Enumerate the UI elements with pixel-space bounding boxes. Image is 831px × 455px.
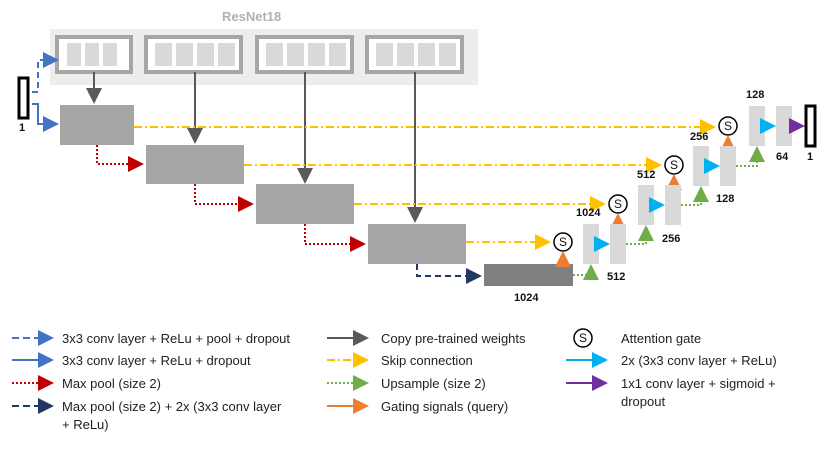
svg-text:2x (3x3 conv layer + ReLu): 2x (3x3 conv layer + ReLu) <box>621 353 777 368</box>
legend-item-upsample: Upsample (size 2) <box>327 375 486 391</box>
resnet-block-2 <box>144 35 243 74</box>
legend-item-attention: S Attention gate <box>573 328 701 348</box>
decoder-4a <box>583 224 599 264</box>
decoder-4-bottom-label: 512 <box>607 271 625 283</box>
legend-item-conv-pool-dropout: 3x3 conv layer + ReLu + pool + dropout <box>12 330 290 346</box>
svg-text:1x1 conv layer + sigmoid +: 1x1 conv layer + sigmoid + <box>621 376 776 391</box>
decoder-2-top-label: 256 <box>690 131 708 143</box>
bottleneck-block <box>484 264 573 286</box>
decoder-4b <box>610 224 626 264</box>
resnet-block-4 <box>365 35 464 74</box>
decoder-4-top-label: 1024 <box>576 207 601 219</box>
skip-connections <box>134 119 716 250</box>
legend-item-max-pool: Max pool (size 2) <box>12 375 161 391</box>
encoder-block-1 <box>60 105 134 145</box>
resnet-block-3 <box>255 35 354 74</box>
double-conv-arrows <box>594 118 776 252</box>
input-label: 1 <box>19 122 25 134</box>
decoder-2a <box>693 146 709 186</box>
svg-text:Upsample (size 2): Upsample (size 2) <box>381 376 486 391</box>
maxpool-conv-arrow <box>416 264 482 284</box>
svg-text:S: S <box>579 331 587 345</box>
legend-item-conv-dropout: 3x3 conv layer + ReLu + dropout <box>12 352 251 368</box>
decoder-1b <box>776 106 792 146</box>
encoder-block-2 <box>146 145 244 184</box>
input-solid-arrow <box>32 103 59 132</box>
svg-text:Max pool (size 2): Max pool (size 2) <box>62 376 161 391</box>
svg-text:Copy pre-trained weights: Copy pre-trained weights <box>381 331 526 346</box>
legend-item-copy-weights: Copy pre-trained weights <box>327 330 526 346</box>
decoder-3-top-label: 512 <box>637 169 655 181</box>
decoder-2-bottom-label: 128 <box>716 193 734 205</box>
legend-item-skip: Skip connection <box>327 352 473 368</box>
svg-text:Max pool (size 2) + 2x (3x3 co: Max pool (size 2) + 2x (3x3 conv layer <box>62 399 282 414</box>
svg-text:S: S <box>724 119 732 133</box>
decoder-2b <box>720 146 736 186</box>
output-image <box>804 104 817 148</box>
resnet-title: ResNet18 <box>222 9 281 24</box>
legend-item-final-conv: 1x1 conv layer + sigmoid + dropout <box>566 375 776 409</box>
input-image <box>17 76 30 120</box>
decoder-3b <box>665 185 681 225</box>
decoder-1-bottom-label: 64 <box>776 151 789 163</box>
resnet-block-1 <box>55 35 133 74</box>
attention-gate-3: S <box>608 194 628 214</box>
svg-text:Skip connection: Skip connection <box>381 353 473 368</box>
svg-text:dropout: dropout <box>621 394 665 409</box>
legend-item-double-conv: 2x (3x3 conv layer + ReLu) <box>566 352 777 368</box>
max-pool-arrows <box>96 145 366 252</box>
attention-gate-1: S <box>718 116 738 136</box>
decoder-1-top-label: 128 <box>746 89 764 101</box>
legend-item-max-pool-conv: Max pool (size 2) + 2x (3x3 conv layer +… <box>12 398 282 432</box>
svg-text:+ ReLu): + ReLu) <box>62 417 109 432</box>
attention-gate-2: S <box>664 155 684 175</box>
encoder-block-3 <box>256 184 354 224</box>
output-label: 1 <box>807 151 813 163</box>
upsample-arrows <box>573 146 765 280</box>
decoder-3-bottom-label: 256 <box>662 233 680 245</box>
svg-text:S: S <box>614 197 622 211</box>
bottleneck-label: 1024 <box>514 292 539 304</box>
svg-text:S: S <box>559 235 567 249</box>
attention-gate-4: S <box>553 232 573 252</box>
svg-text:Attention gate: Attention gate <box>621 331 701 346</box>
decoder-1a <box>749 106 765 146</box>
decoder-3a <box>638 185 654 225</box>
encoder-block-4 <box>368 224 466 264</box>
svg-text:Gating signals (query): Gating signals (query) <box>381 399 508 414</box>
legend-item-gating: Gating signals (query) <box>327 398 508 414</box>
svg-text:3x3 conv layer + ReLu + dropo: 3x3 conv layer + ReLu + dropout <box>62 353 251 368</box>
input-dashed-arrow <box>32 52 59 93</box>
copy-weights-arrows <box>86 72 423 223</box>
svg-text:S: S <box>670 158 678 172</box>
svg-text:3x3 conv layer + ReLu + pool +: 3x3 conv layer + ReLu + pool + dropout <box>62 331 290 346</box>
